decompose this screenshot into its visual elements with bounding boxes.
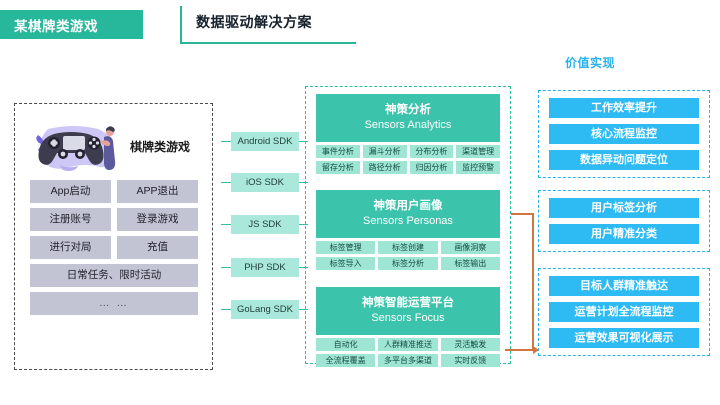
event-chip[interactable]: 进行对局	[30, 236, 111, 259]
product-tag-grid: 标签管理标签创建画像洞察标签导入标签分析标签输出	[316, 241, 500, 270]
value-item[interactable]: 用户精准分类	[549, 224, 699, 244]
product-tag[interactable]: 分布分析	[409, 145, 454, 158]
connector-orange-arrow	[533, 346, 539, 354]
product-tag[interactable]: 标签管理	[316, 241, 376, 254]
sdk-box[interactable]: JS SDK	[231, 215, 299, 234]
sdk-connector-left	[221, 141, 231, 143]
game-title: 棋牌类游戏	[129, 139, 190, 154]
product-name-en: Sensors Analytics	[364, 119, 452, 131]
product-tag[interactable]: 事件分析	[316, 145, 360, 158]
connector-orange-v	[532, 213, 534, 350]
product-tag[interactable]: 人群精准推送	[378, 338, 438, 351]
value-group: 工作效率提升核心流程监控数据异动问题定位	[538, 90, 710, 178]
event-chip[interactable]: App启动	[30, 180, 111, 203]
sdk-box[interactable]: GoLang SDK	[231, 300, 299, 319]
sdk-connector-left	[221, 182, 231, 184]
header-tab: 某棋牌类游戏	[0, 10, 143, 39]
product-card[interactable]: 神策分析 Sensors Analytics 事件分析漏斗分析分布分析渠道管理留存分…	[316, 94, 500, 174]
product-tag[interactable]: 实时反馈	[440, 354, 500, 367]
event-chip[interactable]: 登录游戏	[117, 208, 198, 231]
header-underline	[180, 42, 356, 44]
product-name-cn: 神策用户画像	[373, 200, 443, 212]
sdk-connector-right	[299, 141, 308, 143]
value-item[interactable]: 运营计划全流程监控	[549, 302, 699, 322]
value-item[interactable]: 数据异动问题定位	[549, 150, 699, 170]
sdk-connector-right	[299, 224, 308, 226]
product-name-en: Sensors Personas	[363, 215, 453, 227]
event-chip-grid: App启动 APP退出注册账号登录游戏进行对局充值日常任务、限时活动 … …	[30, 180, 198, 315]
value-item[interactable]: 目标人群精准触达	[549, 276, 699, 296]
event-chip[interactable]: 充值	[117, 236, 198, 259]
value-item[interactable]: 运营效果可视化展示	[549, 328, 699, 348]
sdk-box[interactable]: Android SDK	[231, 132, 299, 151]
product-name-en: Sensors Focus	[371, 312, 445, 324]
header-divider	[180, 6, 182, 44]
product-tag[interactable]: 渠道管理	[456, 145, 500, 158]
product-tag[interactable]: 监控预警	[456, 161, 500, 174]
product-tag[interactable]: 归因分析	[409, 161, 454, 174]
product-tag[interactable]: 标签输出	[440, 257, 500, 270]
product-name-cn: 神策分析	[385, 104, 431, 116]
page-title: 数据驱动解决方案	[196, 14, 312, 30]
value-item[interactable]: 用户标签分析	[549, 198, 699, 218]
sdk-box[interactable]: PHP SDK	[231, 258, 299, 277]
sdk-connector-left	[221, 309, 231, 311]
product-tag[interactable]: 漏斗分析	[362, 145, 407, 158]
sdk-connector-right	[299, 267, 308, 269]
gamepad-illustration	[30, 117, 122, 175]
value-section-title: 价值实现	[564, 56, 616, 70]
product-tag[interactable]: 路径分析	[362, 161, 407, 174]
product-tag[interactable]: 灵活触发	[440, 338, 500, 351]
product-tag[interactable]: 自动化	[316, 338, 376, 351]
value-group: 用户标签分析用户精准分类	[538, 190, 710, 252]
product-tag[interactable]: 标签导入	[316, 257, 376, 270]
game-header: 棋牌类游戏	[30, 116, 198, 176]
value-group: 目标人群精准触达运营计划全流程监控运营效果可视化展示	[538, 268, 710, 356]
header-tab-label: 某棋牌类游戏	[14, 18, 98, 34]
game-panel-border	[14, 103, 213, 370]
product-card-header: 神策智能运营平台 Sensors Focus	[316, 287, 500, 335]
sdk-connector-right	[299, 309, 308, 311]
event-chip[interactable]: … …	[30, 292, 198, 315]
product-card-header: 神策分析 Sensors Analytics	[316, 94, 500, 142]
product-tag[interactable]: 留存分析	[316, 161, 360, 174]
product-name-cn: 神策智能运营平台	[362, 297, 454, 309]
sdk-connector-left	[221, 267, 231, 269]
product-tag[interactable]: 标签创建	[378, 241, 438, 254]
value-item[interactable]: 工作效率提升	[549, 98, 699, 118]
connector-orange-h1	[511, 213, 534, 215]
sdk-connector-right	[299, 182, 308, 184]
sdk-connector-left	[221, 224, 231, 226]
product-tag[interactable]: 全流程覆盖	[316, 354, 376, 367]
connector-orange-h2	[505, 349, 534, 351]
product-tag-grid: 事件分析漏斗分析分布分析渠道管理留存分析路径分析归因分析监控预警	[316, 145, 500, 174]
product-card[interactable]: 神策智能运营平台 Sensors Focus 自动化人群精准推送灵活触发全流程覆盖多…	[316, 287, 500, 367]
product-tag[interactable]: 标签分析	[378, 257, 438, 270]
product-tag[interactable]: 画像洞察	[440, 241, 500, 254]
product-tag-grid: 自动化人群精准推送灵活触发全流程覆盖多平台多渠道实时反馈	[316, 338, 500, 367]
sdk-box[interactable]: iOS SDK	[231, 173, 299, 192]
event-chip[interactable]: APP退出	[117, 180, 198, 203]
event-chip[interactable]: 日常任务、限时活动	[30, 264, 198, 287]
product-tag[interactable]: 多平台多渠道	[378, 354, 438, 367]
event-chip[interactable]: 注册账号	[30, 208, 111, 231]
value-item[interactable]: 核心流程监控	[549, 124, 699, 144]
game-panel: 棋牌类游戏 App启动 APP退出注册账号登录游戏进行对局充值日常任务、限时活动 ……	[22, 110, 206, 363]
product-card-header: 神策用户画像 Sensors Personas	[316, 190, 500, 238]
